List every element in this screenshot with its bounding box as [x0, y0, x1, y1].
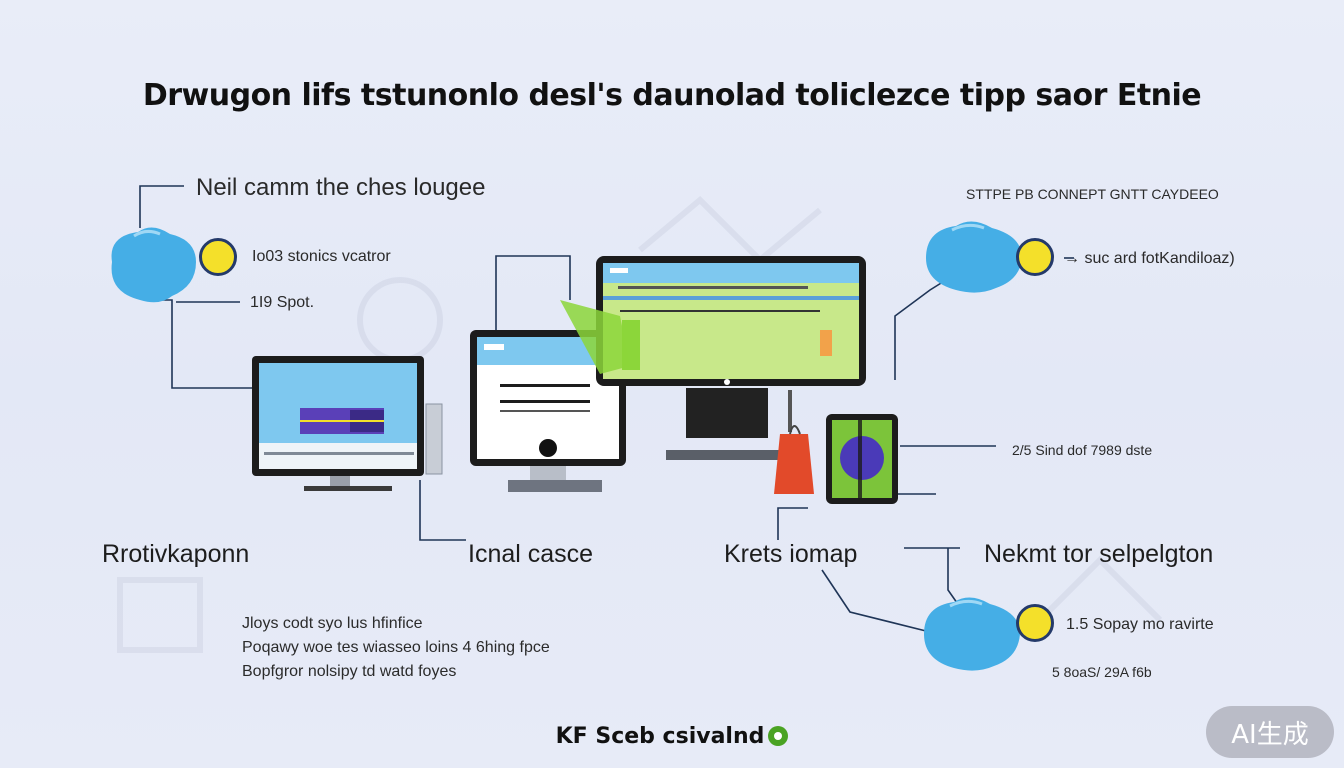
tablet-icon: [826, 414, 898, 504]
bottom-right-item-1: 1.5 Sopay mo ravirte: [1066, 616, 1214, 633]
footer: KF Sceb csivalnd: [0, 724, 1344, 749]
monitor-icon-left: [252, 356, 443, 491]
cloud-icon-bottom-right: [924, 597, 1020, 671]
page-title: Drwugon lifs tstunonlo desl's daunolad t…: [142, 78, 1202, 113]
right-item-1: → suc ard fotKandiloaz): [1064, 250, 1235, 267]
footer-text: KF Sceb csivalnd: [555, 724, 765, 749]
top-left-heading: Neil camm the ches lougee: [196, 174, 486, 201]
monitor-icon-large: [560, 256, 866, 460]
mid-right-item: 2/5 Sind dof 7989 dste: [1012, 442, 1153, 458]
bottom-right-item-2: 5 8oaS/ 29A f6b: [1052, 664, 1152, 680]
heading-3: Krets iomap: [724, 540, 858, 568]
badge-icon-top-left: [199, 238, 237, 276]
heading-4: Nekmt tor selpelgton: [984, 540, 1214, 568]
left-item-1: Io03 stonics vcatror: [252, 248, 391, 265]
note-3: Bopfgror nolsipy td watd foyes: [242, 663, 457, 680]
note-1: Jloys codt syo lus hfinfice: [242, 615, 423, 632]
bag-icon: [774, 390, 814, 494]
left-item-2: 1I9 Spot.: [250, 294, 315, 311]
note-2: Poqawy woe tes wiasseo loins 4 6hing fpc…: [242, 639, 550, 656]
badge-icon-bottom-right: [1016, 604, 1054, 642]
ai-generated-watermark: AI生成: [1206, 706, 1334, 758]
heading-1: Rrotivkaponn: [102, 540, 250, 568]
badge-icon-top-right: [1016, 238, 1054, 276]
cloud-icon-top-right: [926, 221, 1022, 293]
cloud-icon-top-left: [111, 227, 196, 303]
heading-2: Icnal casce: [468, 540, 594, 568]
top-right-heading: STTPE PB CONNEPT GNTT CAYDEEO: [966, 186, 1219, 202]
monitor-icon-middle: [470, 330, 626, 492]
notes-list: Jloys codt syo lus hfinfice Poqawy woe t…: [242, 612, 550, 684]
footer-dot-icon: [768, 726, 789, 746]
